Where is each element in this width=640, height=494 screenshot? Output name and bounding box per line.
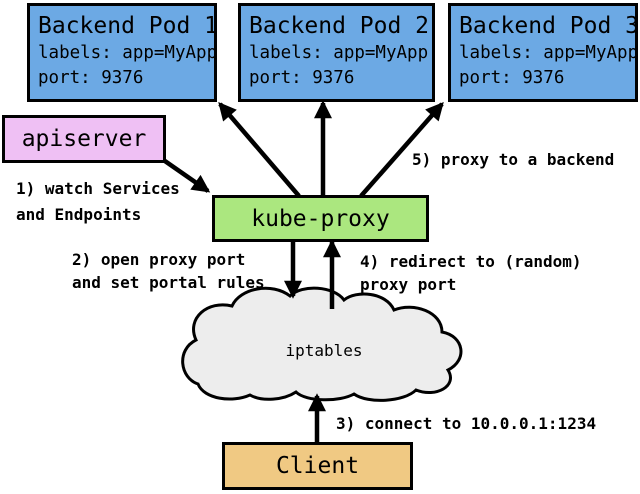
- apiserver-label: apiserver: [21, 126, 147, 152]
- step-1-line-1: 1) watch Services: [16, 179, 180, 198]
- step-1-line-2: and Endpoints: [16, 205, 142, 224]
- pod-title: Backend Pod 2: [249, 13, 430, 39]
- backend-pod-3-box: Backend Pod 3 labels: app=MyApp port: 93…: [448, 3, 640, 102]
- step-1-watch-services-label: 1) watch Services and Endpoints: [16, 176, 180, 228]
- backend-pod-2-box: Backend Pod 2 labels: app=MyApp port: 93…: [238, 3, 435, 102]
- pod-title: Backend Pod 1: [38, 13, 219, 39]
- iptables-cloud: [181, 286, 463, 402]
- pod-labels-line: labels: app=MyApp: [38, 43, 218, 63]
- step-4-line-1: 4) redirect to (random): [360, 252, 582, 271]
- kube-proxy-label: kube-proxy: [251, 205, 390, 232]
- step-2-open-proxy-port-label: 2) open proxy port and set portal rules: [72, 248, 265, 294]
- iptables-label: iptables: [285, 341, 363, 360]
- step-4-line-2: proxy port: [360, 275, 457, 294]
- step-5-proxy-backend-label: 5) proxy to a backend: [412, 150, 615, 169]
- apiserver-box: apiserver: [2, 115, 166, 163]
- pod-port-line: port: 9376: [459, 68, 565, 88]
- kube-proxy-box: kube-proxy: [212, 195, 429, 242]
- arrow-kube-proxy-to-pod3: [359, 101, 444, 198]
- pod-title: Backend Pod 3: [459, 13, 640, 39]
- pod-labels-line: labels: app=MyApp: [459, 43, 639, 63]
- pod-port-line: port: 9376: [38, 68, 144, 88]
- arrow-apiserver-to-kube-proxy: [160, 157, 211, 193]
- step-4-redirect-label: 4) redirect to (random) proxy port: [360, 250, 582, 296]
- pod-labels-line: labels: app=MyApp: [249, 43, 429, 63]
- pod-port-line: port: 9376: [249, 68, 355, 88]
- backend-pod-1-box: Backend Pod 1 labels: app=MyApp port: 93…: [27, 3, 219, 102]
- arrow-kube-proxy-to-pod1: [218, 101, 301, 198]
- step-2-line-2: and set portal rules: [72, 273, 265, 292]
- step-3-connect-label: 3) connect to 10.0.0.1:1234: [336, 414, 597, 433]
- client-label: Client: [275, 453, 360, 479]
- step-2-line-1: 2) open proxy port: [72, 250, 246, 269]
- client-box: Client: [222, 442, 413, 490]
